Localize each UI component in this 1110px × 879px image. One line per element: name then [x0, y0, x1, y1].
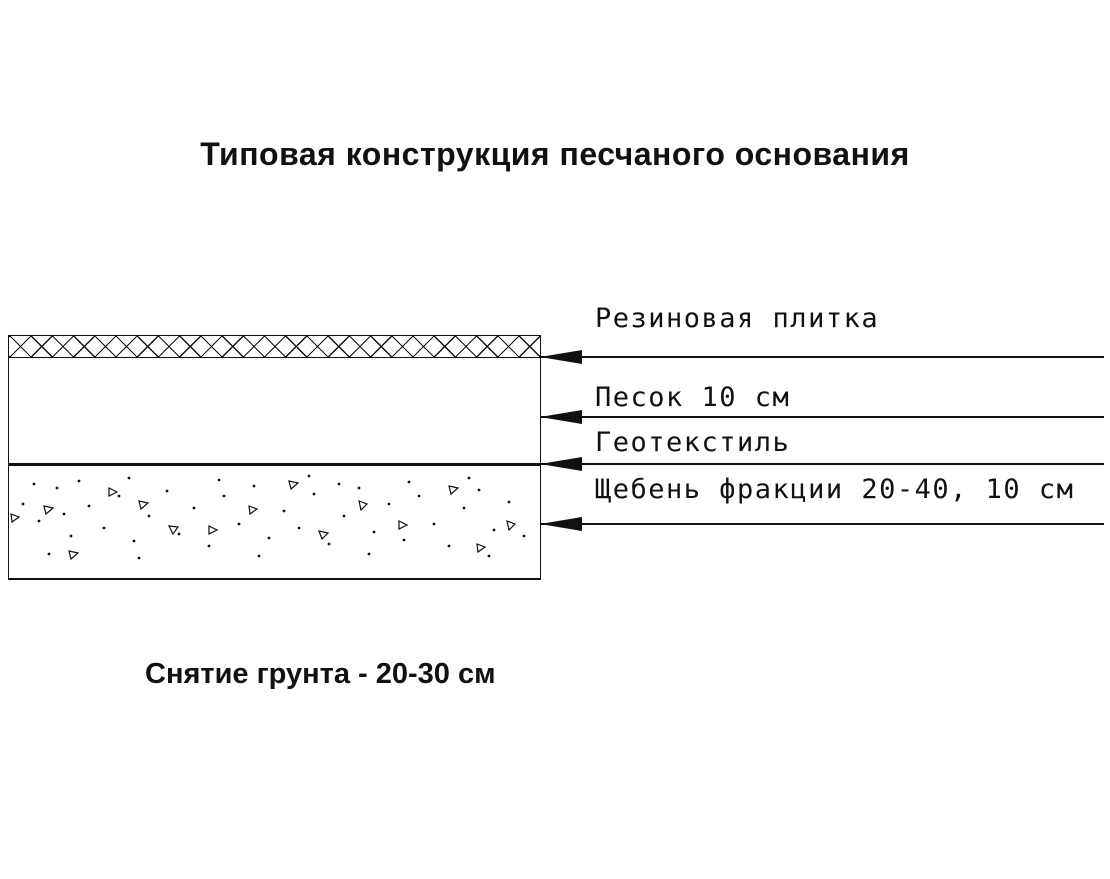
leader-line [540, 517, 1104, 531]
gravel-pattern [10, 474, 526, 561]
leader-line [540, 457, 1104, 471]
leader-line [540, 410, 1104, 424]
sand-layer [8, 358, 541, 463]
callout-label-crushed-stone: Щебень фракции 20-40, 10 см [595, 474, 1075, 505]
rubber-tile-layer [8, 335, 541, 358]
leader-line [540, 350, 1104, 364]
crushed-stone-layer [8, 466, 541, 580]
geotextile-line [8, 463, 541, 466]
leader-arrow-icon [540, 410, 582, 424]
leader-arrow-icon [540, 350, 582, 364]
callout-label-geotextile: Геотекстиль [595, 427, 791, 458]
soil-removal-note: Снятие грунта - 20-30 см [145, 658, 496, 690]
callout-label-sand: Песок 10 см [595, 382, 791, 413]
leader-arrow-icon [540, 457, 582, 471]
page-title: Типовая конструкция песчаного основания [200, 136, 910, 172]
callout-label-rubber-tile: Резиновая плитка [595, 303, 880, 334]
leader-arrow-icon [540, 517, 582, 531]
